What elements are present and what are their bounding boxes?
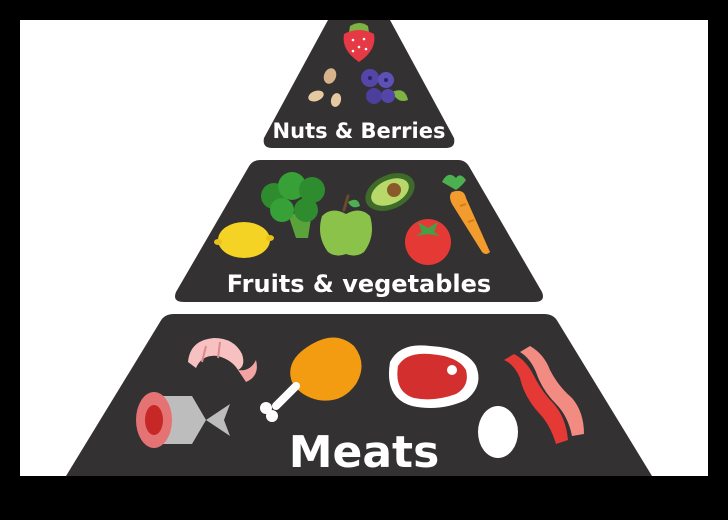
blueberries-icon (361, 69, 408, 104)
bacon-icon (504, 346, 584, 444)
pyramid-tier-top: Nuts & Berries (263, 20, 455, 148)
nuts-icon (308, 68, 342, 107)
fish-icon (136, 392, 230, 448)
carrot-icon (442, 174, 490, 254)
tomato-icon (405, 219, 451, 265)
tier-label-meats: Meats (289, 427, 440, 476)
pyramid-tier-middle: Fruits & vegetables (175, 160, 543, 302)
apple-icon (320, 194, 372, 256)
pyramid-tier-bottom: Meats (66, 314, 652, 476)
shrimp-icon (188, 338, 257, 382)
egg-icon (478, 406, 518, 458)
lemon-icon (214, 222, 274, 258)
broccoli-icon (261, 172, 325, 238)
strawberry-icon (343, 23, 375, 62)
avocado-icon (365, 173, 415, 211)
tier-label-nuts-berries: Nuts & Berries (273, 119, 446, 143)
food-pyramid: Nuts & Berries (66, 20, 652, 476)
tier-label-fruits-vegetables: Fruits & vegetables (227, 270, 491, 298)
chicken-leg-icon (260, 337, 362, 422)
food-pyramid-canvas: Nuts & Berries (20, 20, 708, 476)
steak-icon (388, 345, 479, 408)
